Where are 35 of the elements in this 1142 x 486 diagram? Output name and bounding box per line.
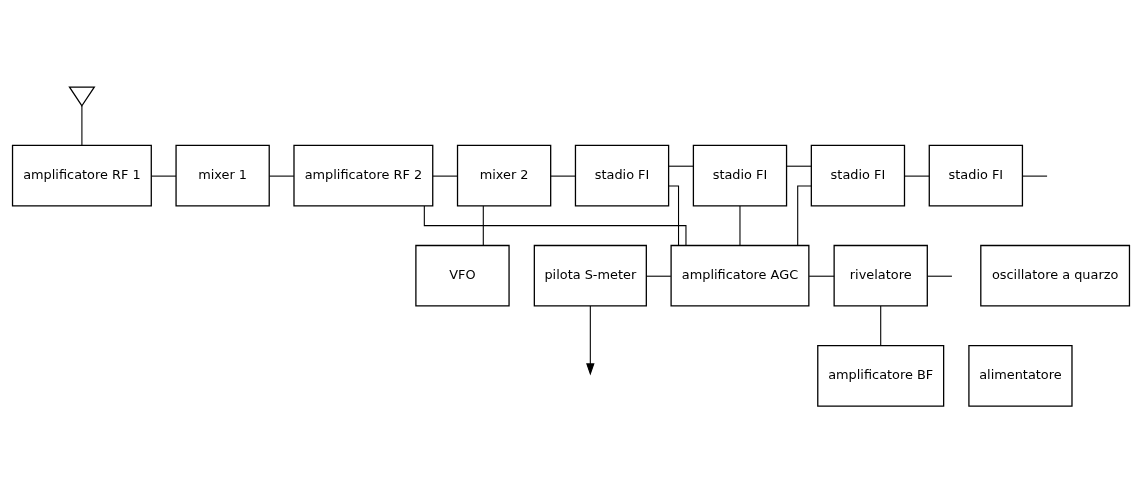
connector — [668, 165, 694, 167]
node-box: amplificatore RF 1 — [11, 144, 152, 206]
node-box: oscillatore a quarzo — [980, 244, 1131, 307]
connector — [423, 204, 687, 246]
connector — [808, 275, 835, 277]
node-box: pilota S-meter — [533, 244, 647, 307]
arrow — [586, 304, 595, 375]
connector — [904, 175, 930, 177]
node-box: amplificatore RF 2 — [293, 144, 434, 206]
connector — [880, 304, 882, 346]
node-box: mixer 1 — [175, 144, 270, 206]
node-box: stadio FI — [692, 144, 788, 206]
node-box: stadio FI — [928, 144, 1024, 206]
node-box: stadio FI — [810, 144, 906, 206]
connector — [550, 175, 576, 177]
node-box: mixer 2 — [456, 144, 552, 206]
node-box: amplificatore AGC — [670, 244, 810, 307]
connector — [150, 175, 177, 177]
node-box: VFO — [415, 244, 510, 307]
node-box: stadio FI — [574, 144, 670, 206]
node-box: alimentatore — [968, 344, 1073, 407]
connector — [1022, 175, 1048, 177]
connector — [432, 175, 458, 177]
connector — [645, 275, 672, 277]
connector — [739, 204, 741, 246]
connector — [668, 184, 680, 246]
connector — [797, 184, 812, 246]
connector — [268, 175, 295, 177]
connector — [786, 165, 812, 167]
connector — [927, 275, 953, 277]
node-box: amplificatore BF — [817, 344, 945, 407]
connector — [482, 204, 484, 246]
node-box: rivelatore — [833, 244, 928, 307]
connector — [81, 104, 83, 146]
node-antenna — [68, 86, 96, 107]
